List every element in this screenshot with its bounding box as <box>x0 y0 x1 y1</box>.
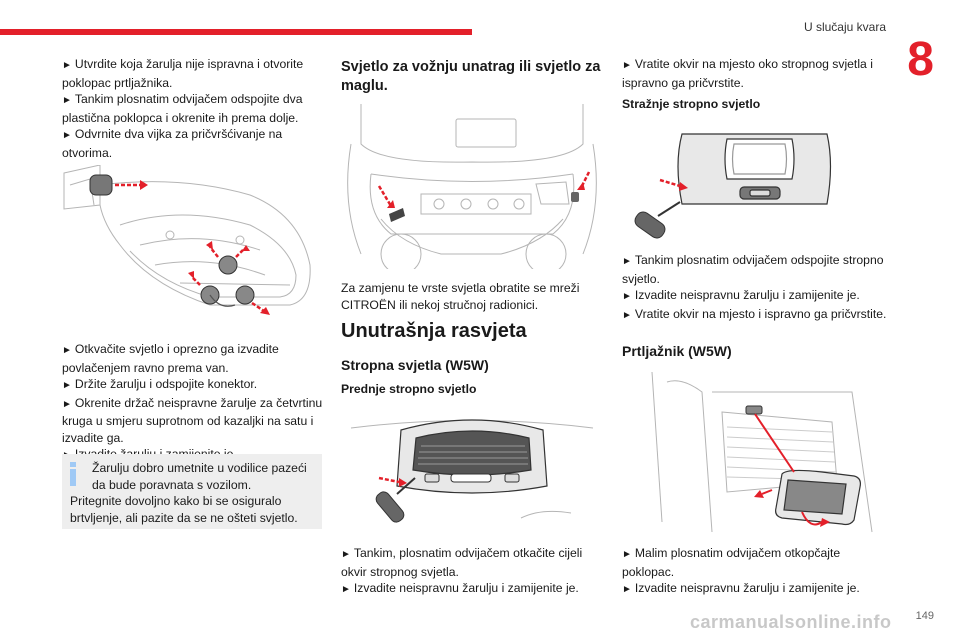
step: ►Okrenite držač neispravne žarulje za če… <box>62 395 323 445</box>
step: ►Tankim plosnatim odvijačem odspojite st… <box>622 253 884 286</box>
reverse-fog-text: Za zamjenu te vrste svjetla obratite se … <box>341 281 580 312</box>
heading-front-ceiling-light: Prednje stropno svjetlo <box>341 382 477 396</box>
step: ►Tankim, plosnatim odvijačem otkačite ci… <box>341 546 583 579</box>
tail-lamp-illustration <box>60 165 324 315</box>
step: ►Držite žarulju i odspojite konektor. <box>62 377 258 391</box>
step: ►Malim plosnatim odvijačem otkopčajte po… <box>622 546 841 579</box>
step: ►Utvrdite koja žarulja nije ispravna i o… <box>62 57 304 90</box>
bullet-arrow-icon: ► <box>62 380 72 391</box>
bullet-arrow-icon: ► <box>622 309 632 321</box>
step: ►Otkvačite svjetlo i oprezno ga izvadite… <box>62 342 279 375</box>
boot-light-illustration <box>622 372 888 537</box>
info-note: Žarulju dobro umetnite u vodilice pazeći… <box>62 454 322 529</box>
steps-top: ►Utvrdite koja žarulja nije ispravna i o… <box>62 56 324 161</box>
info-icon <box>68 462 78 486</box>
bullet-arrow-icon: ► <box>341 549 351 560</box>
front-ceiling-light-illustration <box>341 408 603 533</box>
chapter-number: 8 <box>907 33 934 86</box>
step: ►Izvadite neispravnu žarulju i zamijenit… <box>622 288 860 302</box>
bullet-arrow-icon: ► <box>622 60 632 71</box>
bullet-arrow-icon: ► <box>62 398 72 410</box>
note-line-1: Žarulju dobro umetnite u vodilice pazeći <box>92 461 307 475</box>
bullet-arrow-icon: ► <box>341 584 351 595</box>
heading-reverse-fog: Svjetlo za vožnju unatrag ili svjetlo za… <box>341 59 601 94</box>
watermark: carmanualsonline.info <box>690 612 892 632</box>
front-ceiling-steps: ►Tankim, plosnatim odvijačem otkačite ci… <box>341 545 603 599</box>
bullet-arrow-icon: ► <box>62 60 72 71</box>
steps-top: ►Vratite okvir na mjesto oko stropnog sv… <box>622 56 888 91</box>
bullet-arrow-icon: ► <box>62 130 72 141</box>
step: ►Tankim plosnatim odvijačem odspojite dv… <box>62 92 303 125</box>
note-line-3: Pritegnite dovoljno kako bi se osiguralo… <box>70 494 298 525</box>
rear-ceiling-light-illustration <box>622 124 888 242</box>
section-title: U slučaju kvara <box>803 20 886 34</box>
step: ►Vratite okvir na mjesto oko stropnog sv… <box>622 57 873 90</box>
note-line-2: da bude poravnata s vozilom. <box>92 477 252 492</box>
step: ►Odvrnite dva vijka za pričvršćivanje na… <box>62 127 283 160</box>
bullet-arrow-icon: ► <box>622 256 632 267</box>
heading-boot: Prtljažnik (W5W) <box>622 343 732 359</box>
bullet-arrow-icon: ► <box>622 549 632 560</box>
step: ►Izvadite neispravnu žarulju i zamijenit… <box>341 581 579 595</box>
bullet-arrow-icon: ► <box>62 345 72 356</box>
heading-rear-ceiling-light: Stražnje stropno svjetlo <box>622 97 761 111</box>
boot-steps: ►Malim plosnatim odvijačem otkopčajte po… <box>622 545 888 599</box>
steps-bottom: ►Otkvačite svjetlo i oprezno ga izvadite… <box>62 341 324 465</box>
rear-bumper-illustration <box>341 104 603 269</box>
bullet-arrow-icon: ► <box>622 584 632 595</box>
rear-ceiling-steps: ►Tankim plosnatim odvijačem odspojite st… <box>622 252 888 324</box>
page-number: 149 <box>915 610 934 622</box>
bullet-arrow-icon: ► <box>62 95 72 106</box>
header-accent-bar <box>0 29 472 35</box>
bullet-arrow-icon: ► <box>622 291 632 302</box>
heading-interior-lighting: Unutrašnja rasvjeta <box>341 320 527 342</box>
step: ►Vratite okvir na mjesto i ispravno ga p… <box>622 306 887 321</box>
step: ►Izvadite neispravnu žarulju i zamijenit… <box>622 581 860 595</box>
heading-ceiling-lights: Stropna svjetla (W5W) <box>341 357 489 373</box>
